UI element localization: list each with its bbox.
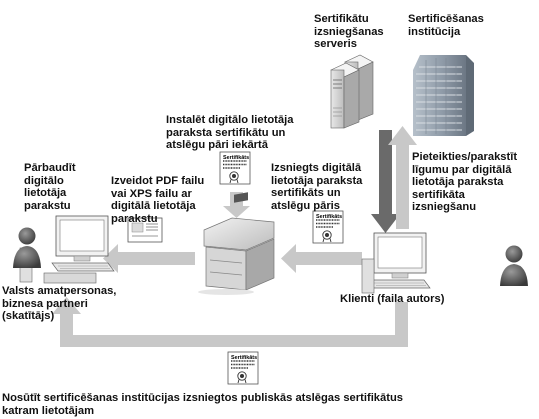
certificate-icon-public-key: Sertifikāts [227,351,259,385]
viewers-label: Valsts amatpersonas, biznesa partneri (s… [2,285,117,323]
multifunction-printer-icon [198,192,275,295]
certificate-caption: Sertifikāts [316,214,342,220]
create-pdf-label: Izveidot PDF failu vai XPS failu ar digi… [111,175,205,225]
arrow-down-cert-server-to-client [371,130,400,233]
send-public-key-label: Nosūtīt sertificēšanas institūcijas izsn… [2,392,404,417]
arrow-up-client-to-ca [388,126,417,229]
signed-document-icon [127,217,163,243]
cert-issuing-server-icon [330,54,374,129]
arrow-mfp-to-viewer [103,244,195,273]
install-certificate-label: Instalēt digitālo lietotāja paraksta ser… [166,114,294,152]
client-person-icon [500,245,528,286]
arrow-client-bottom-loop-to-viewer [52,297,408,347]
verify-signature-label: Pārbaudīt digitālo lietotāja parakstu [24,162,76,212]
apply-request-label: Pieteikties/parakstīt līgumu par digitāl… [412,151,518,214]
certificate-icon-issued: Sertifikāts [312,210,344,244]
certification-authority-label: Sertificēšanas institūcija [408,13,484,38]
client-label: Klienti (faila autors) [340,293,445,305]
certificate-icon-install: Sertifikāts [219,151,251,185]
arrow-client-to-mfp [281,244,362,273]
certificate-caption: Sertifikāts [231,355,257,361]
viewer-person-icon [13,227,41,268]
certificate-caption: Sertifikāts [223,155,249,161]
cert-server-label: Sertifikātu izsniegšanas serveris [314,13,384,51]
client-computer-icon [361,232,431,294]
certification-authority-building-icon [413,55,474,136]
issued-certificate-label: Izsniegts digitālā lietotāja paraksta se… [271,162,363,212]
